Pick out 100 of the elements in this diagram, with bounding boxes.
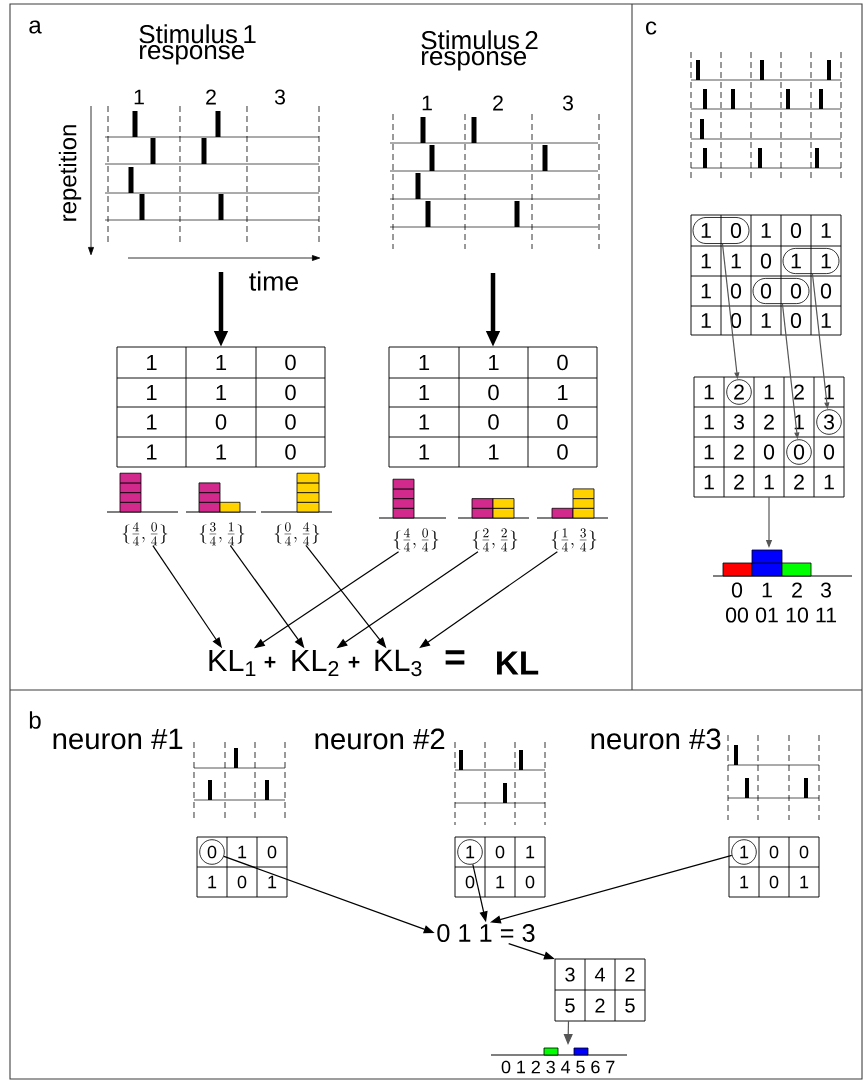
table-cell: 1 <box>701 253 711 269</box>
bin-label: 1 <box>517 1060 526 1074</box>
circled-cell-pair: 0 0 <box>752 278 810 304</box>
table-cell: 1 <box>419 384 430 401</box>
table-cell: 2 <box>794 474 804 490</box>
fraction-label: $\{\frac{2}{4},\frac{2}{4}\}$ <box>472 528 518 552</box>
text-label: a <box>29 20 42 34</box>
text-label: = <box>445 650 465 665</box>
table-cell: 1 <box>419 414 430 430</box>
table-cell: 0 <box>525 875 535 889</box>
table-cell: 5 <box>625 998 635 1013</box>
table-cell: 1 <box>794 414 804 430</box>
table-cell: 0 <box>799 845 809 859</box>
table-cell: 0 <box>285 414 296 430</box>
table-cell: 0 <box>495 845 505 859</box>
fraction-label: $\{\frac{1}{4},\frac{3}{4}\}$ <box>551 528 597 552</box>
table-cell: 0 <box>823 444 835 460</box>
bin-label: 01 <box>756 607 778 623</box>
text-label: + <box>264 656 276 668</box>
fraction-label: $\{\frac{4}{4},\frac{0}{4}\}$ <box>393 528 439 552</box>
table-cell: 1 <box>526 845 535 859</box>
data-table <box>693 376 845 498</box>
bin-number: 2 <box>206 89 216 105</box>
table-cell: 1 <box>761 223 771 238</box>
table-cell: 0 <box>790 222 802 239</box>
bin-label: 2 <box>531 1060 540 1074</box>
table-cell: 0 <box>488 414 499 430</box>
data-table <box>454 836 546 898</box>
data-table <box>690 214 842 336</box>
table-cell: 1 <box>824 384 834 400</box>
table-cell: 1 <box>216 354 227 371</box>
bin-label: 3 <box>546 1060 555 1074</box>
table-cell: 1 <box>824 474 834 490</box>
bin-label: 2 <box>792 582 802 598</box>
table-cell: 1 <box>704 384 714 400</box>
table-cell: 2 <box>734 474 744 490</box>
table-cell: 0 <box>769 845 779 859</box>
table-cell: 1 <box>761 313 771 328</box>
equation-term: KL$_{1}$ <box>209 649 256 677</box>
bin-label: 4 <box>561 1060 571 1074</box>
heading: Stimulus 2 response <box>421 30 538 71</box>
circled-cell: 1 <box>731 839 757 865</box>
bin-label: 1 <box>762 582 772 598</box>
text-label: neuron #2 <box>315 728 445 750</box>
table-cell: 2 <box>734 444 744 460</box>
table-cell: 0 <box>557 354 568 371</box>
table-cell: 1 <box>740 875 749 889</box>
arrow <box>563 1020 573 1045</box>
table-cell: 2 <box>764 414 774 430</box>
table-cell: 0 <box>215 414 227 430</box>
bin-label: 0 <box>501 1060 511 1074</box>
table-cell: 1 <box>147 354 157 371</box>
table-cell: 1 <box>268 875 277 889</box>
table-cell: 1 <box>147 384 157 401</box>
table-cell: 1 <box>147 414 157 430</box>
fraction-label: $\{\frac{0}{4},\frac{4}{4}\}$ <box>274 522 320 546</box>
data-table <box>728 836 820 898</box>
bin-number: 1 <box>422 95 432 111</box>
table-cell: 4 <box>594 967 605 982</box>
table-cell: 0 <box>730 312 742 329</box>
table-cell: 1 <box>704 414 714 430</box>
text-label: b <box>29 711 41 729</box>
text-label: neuron #1 <box>53 728 183 750</box>
bin-label: 6 <box>591 1060 600 1074</box>
heading: Stimulus 1 response <box>139 24 256 65</box>
table-cell: 0 <box>237 875 247 889</box>
table-cell: 0 <box>465 875 475 889</box>
circled-cell: 3 <box>816 409 842 435</box>
table-cell: 0 <box>557 414 568 430</box>
table-cell: 0 <box>790 312 802 329</box>
table-cell: 0 <box>285 444 296 460</box>
circled-cell: 1 <box>457 839 483 865</box>
table-cell: 1 <box>701 313 711 328</box>
fraction-label: $\{\frac{4}{4},\frac{0}{4}\}$ <box>122 522 168 546</box>
bin-number: 3 <box>562 95 573 111</box>
table-cell: 1 <box>558 384 568 401</box>
table-cell: 0 <box>488 384 499 401</box>
table-cell: 1 <box>731 253 741 269</box>
bin-number: 3 <box>274 89 285 105</box>
data-table <box>554 958 646 1022</box>
table-cell: 0 <box>285 384 296 401</box>
table-cell: 0 <box>763 444 775 460</box>
text-label: KL <box>497 651 539 675</box>
equation-term: KL$_{2}$ <box>292 649 339 677</box>
bin-label: 5 <box>576 1060 585 1074</box>
table-cell: 1 <box>147 444 157 460</box>
bin-number: 1 <box>134 89 144 105</box>
text-label: c <box>646 21 657 35</box>
table-cell: 1 <box>821 223 831 238</box>
table-cell: 1 <box>764 384 774 400</box>
table-cell: 1 <box>821 313 831 328</box>
bin-label: 3 <box>820 582 831 598</box>
table-cell: 0 <box>730 283 742 299</box>
table-cell: 1 <box>496 875 505 889</box>
table-cell: 2 <box>794 384 804 400</box>
table-cell: 1 <box>419 354 430 371</box>
bin-label: 10 <box>786 607 808 623</box>
bin-label: 0 <box>731 582 743 598</box>
data-table <box>196 836 288 898</box>
table-cell: 5 <box>565 998 575 1013</box>
